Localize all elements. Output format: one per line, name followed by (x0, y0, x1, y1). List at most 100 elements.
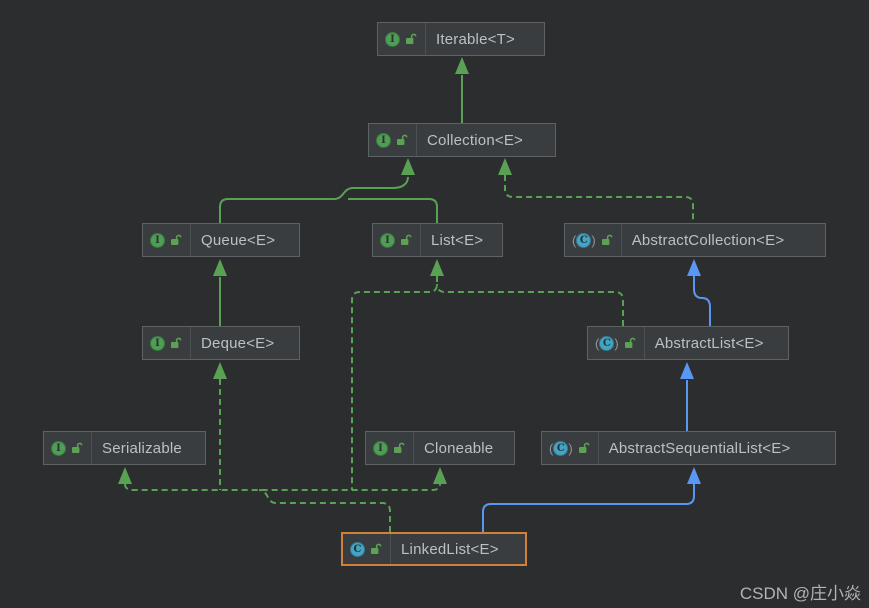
interface-icon: I (150, 335, 165, 351)
interface-icon: I (380, 232, 395, 248)
arrow-into-cloneable (433, 467, 447, 484)
edge-abstractlist-abstractcollection (693, 276, 711, 326)
green-arrowheads (118, 57, 512, 484)
node-abstractcollection[interactable]: ( C ) AbstractCollection<E> (564, 223, 826, 257)
node-icons: I (143, 327, 190, 359)
implements-edges-green (124, 175, 694, 532)
unlocked-icon (601, 234, 614, 247)
node-divider (413, 432, 414, 464)
edge-linkedlist-asl (482, 484, 695, 532)
abstract-paren-right: ) (591, 232, 596, 248)
blue-arrowheads (680, 259, 701, 484)
node-label: Queue<E> (201, 231, 276, 249)
class-icon: C (350, 541, 365, 557)
edge-list-collection (348, 198, 438, 223)
interface-icon: I (51, 440, 66, 456)
node-icons: I (366, 432, 413, 464)
unlocked-icon (624, 337, 637, 350)
node-label: Iterable<T> (436, 30, 515, 48)
edge-linkedlist-stem (258, 489, 391, 532)
node-deque[interactable]: I Deque<E> (142, 326, 300, 360)
node-list[interactable]: I List<E> (372, 223, 503, 257)
node-divider (91, 432, 92, 464)
node-icons: I (378, 23, 425, 55)
node-collection[interactable]: I Collection<E> (368, 123, 556, 157)
node-linkedlist[interactable]: C LinkedList<E> (341, 532, 527, 566)
arrow-into-queue (213, 259, 227, 276)
edge-spine-serializable-cloneable (124, 483, 441, 491)
node-divider (190, 224, 191, 256)
unlocked-icon (405, 33, 418, 46)
node-divider (420, 224, 421, 256)
node-label: AbstractSequentialList<E> (608, 439, 791, 457)
node-abstractsequentiallist[interactable]: ( C ) AbstractSequentialList<E> (541, 431, 836, 465)
node-label: LinkedList<E> (401, 540, 499, 558)
arrow-into-deque (213, 362, 227, 379)
unlocked-icon (393, 442, 406, 455)
edge-linkedlist-list (351, 276, 438, 490)
node-divider (643, 327, 645, 359)
node-label: Serializable (102, 439, 182, 457)
edge-abstractlist-list (436, 283, 624, 326)
node-icons: I (143, 224, 190, 256)
arrow-into-list (430, 259, 444, 276)
node-abstractlist[interactable]: ( C ) AbstractList<E> (587, 326, 789, 360)
arrow-into-collection-left (401, 158, 415, 175)
interface-icon: I (385, 31, 400, 47)
interface-icon: I (150, 232, 165, 248)
unlocked-icon (396, 134, 409, 147)
unlocked-icon (170, 337, 183, 350)
arrow-into-abstractlist (680, 362, 694, 379)
node-iterable[interactable]: I Iterable<T> (377, 22, 545, 56)
arrow-into-abstractcollection (687, 259, 701, 276)
unlocked-icon (170, 234, 183, 247)
class-icon: C (553, 440, 569, 456)
node-label: Deque<E> (201, 334, 275, 352)
extends-edges-blue (482, 276, 711, 532)
node-icons: ( C ) (565, 224, 621, 256)
abstract-class-icon: ( C ) (595, 335, 619, 351)
arrow-into-asl (687, 467, 701, 484)
node-divider (597, 432, 599, 464)
arrow-into-collection-right (498, 158, 512, 175)
unlocked-icon (71, 442, 84, 455)
node-divider (425, 23, 426, 55)
node-serializable[interactable]: I Serializable (43, 431, 206, 465)
abstract-paren-right: ) (614, 335, 619, 351)
node-divider (390, 534, 391, 564)
node-icons: ( C ) (542, 432, 598, 464)
abstract-class-icon: ( C ) (549, 440, 573, 456)
node-icons: ( C ) (588, 327, 644, 359)
node-label: List<E> (431, 231, 484, 249)
node-label: AbstractCollection<E> (631, 231, 785, 249)
edge-queue-collection (219, 176, 409, 223)
class-icon: C (599, 335, 615, 351)
node-icons: C (343, 534, 390, 564)
abstract-class-icon: ( C ) (572, 232, 596, 248)
node-icons: I (44, 432, 91, 464)
interface-icon: I (376, 132, 391, 148)
interface-icon: I (373, 440, 388, 456)
unlocked-icon (400, 234, 413, 247)
arrow-into-iterable (455, 57, 469, 74)
unlocked-icon (578, 442, 591, 455)
abstract-paren-left: ( (572, 232, 577, 248)
node-label: AbstractList<E> (654, 334, 764, 352)
edge-abstractcollection-collection (504, 175, 694, 222)
node-divider (190, 327, 191, 359)
node-icons: I (373, 224, 420, 256)
abstract-paren-left: ( (595, 335, 600, 351)
class-icon: C (576, 232, 592, 248)
node-queue[interactable]: I Queue<E> (142, 223, 300, 257)
arrow-into-serializable (118, 467, 132, 484)
abstract-paren-right: ) (568, 440, 573, 456)
node-divider (416, 124, 417, 156)
node-cloneable[interactable]: I Cloneable (365, 431, 515, 465)
node-label: Collection<E> (427, 131, 523, 149)
node-divider (620, 224, 622, 256)
watermark: CSDN @庄小焱 (739, 584, 861, 603)
abstract-paren-left: ( (549, 440, 554, 456)
node-icons: I (369, 124, 416, 156)
